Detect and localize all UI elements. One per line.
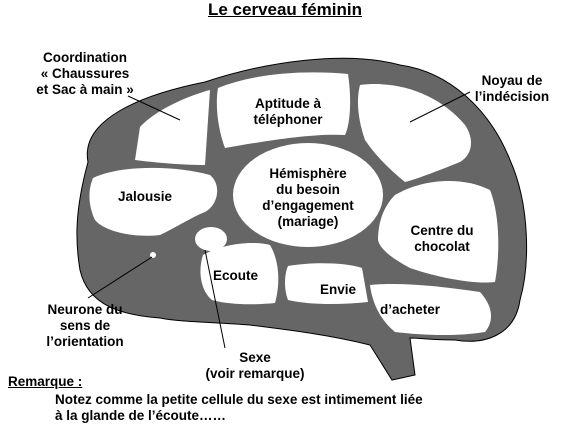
remark-text: Notez comme la petite cellule du sexe es… <box>55 392 423 423</box>
region-aptitude <box>216 72 351 148</box>
label-ecoute: Ecoute <box>213 268 259 283</box>
region-chocolat <box>378 180 499 283</box>
neurone-dot <box>150 252 156 258</box>
region-noyau <box>357 84 472 182</box>
diagram-title: Le cerveau féminin <box>207 0 362 19</box>
region-coordination <box>135 90 210 165</box>
leader-neurone <box>87 256 153 299</box>
leader-sexe <box>204 249 226 349</box>
leader-coordination <box>127 95 181 121</box>
region-envie <box>285 263 368 305</box>
region-ecoute <box>200 243 279 305</box>
region-sexe <box>195 227 227 251</box>
callout-neurone: Neurone du sens de l’orientation <box>46 302 124 349</box>
callout-sexe: Sexe (voir remarque) <box>205 350 305 381</box>
label-envie: Envie <box>320 282 357 297</box>
label-hemisphere: Hémisphère du besoin d’engagement (maria… <box>262 166 354 229</box>
label-jalousie: Jalousie <box>118 189 173 204</box>
region-hemisphere <box>233 143 383 247</box>
region-jalousie <box>89 167 218 236</box>
region-acheter <box>370 283 492 336</box>
remark-label: Remarque : <box>8 374 83 389</box>
leader-noyau <box>409 91 471 123</box>
label-acheter: d’acheter <box>380 302 441 317</box>
callout-noyau: Noyau de l’indécision <box>474 73 550 104</box>
label-chocolat: Centre du chocolat <box>410 223 474 254</box>
callout-coordination: Coordination « Chaussures et Sac à main … <box>36 50 134 97</box>
label-aptitude: Aptitude à téléphoner <box>253 96 323 127</box>
